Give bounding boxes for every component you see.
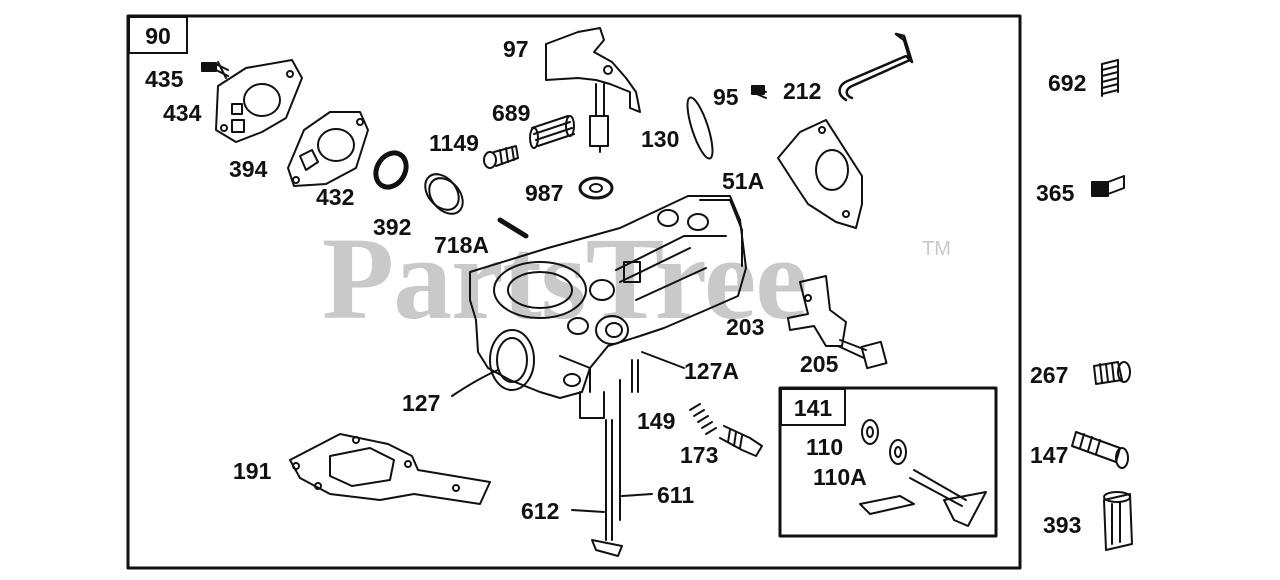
label-987: 987 [525,180,564,206]
part-95-screw [751,85,767,99]
label-1149: 1149 [429,130,479,156]
sub-kit-frame [778,386,998,538]
part-147-screw [1071,431,1129,469]
watermark-trademark: TM [922,238,951,260]
label-392: 392 [373,214,412,240]
label-267: 267 [1030,362,1069,388]
leader-127A [641,351,685,369]
part-365-screw [1091,175,1125,197]
label-127: 127 [402,390,441,416]
part-394-gasket [287,111,369,187]
part-205-bolt [837,339,888,370]
part-130-plate [686,96,714,160]
part-1149-screw [483,145,519,169]
part-173-needle [719,425,763,457]
part-97-bracket [545,27,641,153]
leader-612 [571,509,605,513]
part-212-link [838,32,914,102]
main-kit-frame [126,14,1022,570]
part-191-gasket [289,433,491,505]
label-173: 173 [680,442,719,468]
label-212: 212 [783,78,822,104]
part-434-plate [215,59,303,143]
label-95: 95 [713,84,739,110]
label-191: 191 [233,458,272,484]
label-51A: 51A [722,168,765,194]
part-611-612-rods [591,379,623,557]
label-394: 394 [229,156,268,182]
label-692: 692 [1048,70,1087,96]
part-149-spring [689,403,717,435]
label-97: 97 [503,36,529,62]
part-267-screw [1093,361,1131,385]
part-987-bushing [578,176,614,200]
part-51A-gasket [777,119,863,229]
label-147: 147 [1030,442,1069,468]
part-718A-pin [497,217,529,239]
label-365: 365 [1036,180,1075,206]
label-612: 612 [521,498,560,524]
part-203-bracket [787,275,847,347]
kit-sub-id: 141 [780,388,846,426]
part-392-ring [424,173,464,215]
label-130: 130 [641,126,680,152]
label-203: 203 [726,314,765,340]
label-689: 689 [492,100,531,126]
leader-127 [451,369,499,397]
part-110A-washer [889,439,907,465]
part-393-cylinder [1103,491,1133,551]
label-393: 393 [1043,512,1082,538]
label-110A: 110A [813,464,867,490]
label-149: 149 [637,408,676,434]
part-692-spring [1101,59,1119,97]
part-435-screw [201,61,229,79]
kit-main-id: 90 [128,16,188,54]
label-434: 434 [163,100,202,126]
label-435: 435 [145,66,184,92]
label-205: 205 [800,351,839,377]
label-718A: 718A [434,232,489,258]
part-127-throat [489,329,535,391]
label-432: 432 [316,184,355,210]
part-choke-shaft [859,469,987,527]
label-110: 110 [806,434,844,460]
part-689-spring [529,115,575,149]
carburetor-body [469,195,747,419]
part-432-oring [373,150,409,190]
label-127A: 127A [684,358,739,384]
part-110-washer [861,419,879,445]
label-611: 611 [657,482,695,508]
leader-611 [621,493,653,497]
